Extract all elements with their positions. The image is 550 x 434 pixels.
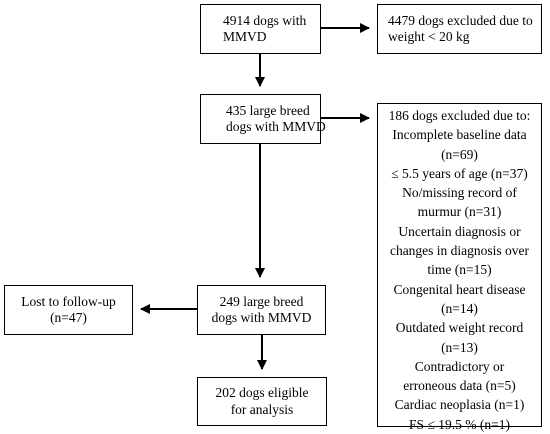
box-excluded-weight-line-1: 4479 dogs excluded due to [388,12,533,28]
box-lost-to-follow-up: Lost to follow-up (n=47) [4,285,133,335]
excluded-reasons-line-1: 186 dogs excluded due to: [388,108,531,123]
excluded-reasons-line-5: No/missing record of [402,185,517,201]
box-eligible-for-analysis: 202 dogs eligible for analysis [197,377,327,426]
box-excluded-weight: 4479 dogs excluded due to weight < 20 kg [377,4,542,54]
box-large-breed: 435 large breed dogs with MMVD [200,94,326,144]
box-249-line-1: 249 large breed [219,293,304,309]
excluded-reasons-line-16: Cardiac neoplasia (n=1) [394,397,525,413]
excluded-reasons-line-6: murmur (n=31) [417,204,502,220]
box-total-dogs: 4914 dogs with MMVD [200,4,321,54]
excluded-reasons-line-15: erroneous data (n=5) [403,378,516,394]
box-249-line-2: dogs with MMVD [211,310,312,325]
box-lost-line-2: (n=47) [50,310,87,325]
box-large-breed-line-2: dogs with MMVD [226,119,326,134]
excluded-reasons-line-2: Incomplete baseline data [392,127,527,143]
excluded-reasons-line-9: time (n=15) [427,262,492,278]
excluded-reasons-line-11: (n=14) [441,300,478,316]
excluded-reasons-line-13: (n=13) [441,339,478,355]
excluded-reasons-line-10: Congenital heart disease [393,281,526,297]
box-lost-line-1: Lost to follow-up [21,293,116,309]
excluded-reasons-line-7: Uncertain diagnosis or [398,223,521,239]
box-large-breed-249: 249 large breed dogs with MMVD [197,285,326,335]
box-excluded-reasons: 186 dogs excluded due to: Incomplete bas… [377,103,542,432]
box-excluded-weight-line-2: weight < 20 kg [388,29,470,44]
excluded-reasons-line-8: changes in diagnosis over [389,243,530,259]
box-eligible-line-2: for analysis [230,401,294,417]
excluded-reasons-line-12: Outdated weight record [395,320,524,336]
excluded-reasons-line-3: (n=69) [441,146,478,162]
excluded-reasons-line-4: ≤ 5.5 years of age (n=37) [391,165,528,181]
box-total-line-2: MMVD [223,29,267,44]
excluded-reasons-line-14: Contradictory or [414,358,505,374]
excluded-reasons-line-17: FS ≤ 19.5 % (n=1) [409,416,510,432]
box-eligible-line-1: 202 dogs eligible [215,385,309,400]
box-large-breed-line-1: 435 large breed [226,102,310,118]
box-total-line-1: 4914 dogs with [223,12,307,28]
